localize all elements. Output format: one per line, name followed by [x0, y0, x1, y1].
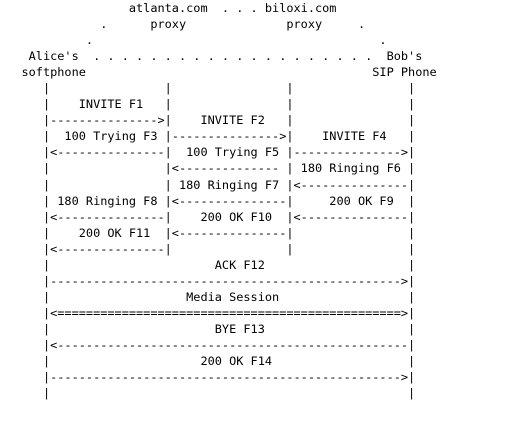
message-ok-f14-arrow: |---------------------------------------… [0, 370, 416, 385]
sip-call-flow-diagram: atlanta.com . . . biloxi.com . proxy pro… [0, 1, 437, 401]
message-trying-f5-arrow: | |<-------------- | 180 Ringing F6 | [0, 161, 416, 176]
message-ringing-f8-arrow: |<---------------| 200 OK F10 |<--------… [0, 209, 416, 224]
message-bye-f13-arrow: |<--------------------------------------… [0, 337, 416, 352]
message-ringing-f7-label: | | 180 Ringing F7 |<---------------| [0, 177, 416, 192]
message-ack-f12-arrow: |---------------------------------------… [0, 273, 416, 288]
media-session-label: | Media Session | [0, 289, 416, 304]
header-endpoints-line: Alice's . . . . . . . . . . . . . . . . … [0, 49, 423, 64]
message-trying-f3-arrow: |<---------------| 100 Trying F5 |------… [0, 145, 416, 160]
message-ok-f11-arrow: |<---------------| | | [0, 241, 416, 256]
message-invite-f1-arrow: |--------------->| INVITE F2 | | [0, 113, 416, 128]
message-ok-f11-label: | 200 OK F11 |<---------------| | [0, 225, 416, 240]
message-trying-f3-label: | 100 Trying F3 |--------------->| INVIT… [0, 129, 416, 144]
header-domains-line: atlanta.com . . . biloxi.com [0, 1, 337, 15]
message-ok-f14-label: | 200 OK F14 | [0, 354, 416, 369]
message-ack-f12-label: | ACK F12 | [0, 257, 416, 272]
message-bye-f13-label: | BYE F13 | [0, 321, 416, 336]
lifeline-end-row: | | [0, 386, 416, 401]
header-proxies-line: . proxy proxy . [0, 17, 366, 32]
header-endpoints-sub-line: softphone SIP Phone [0, 65, 437, 80]
lifeline-row: | | | | [0, 81, 416, 96]
header-trapezoid-line: . . [0, 33, 387, 48]
message-invite-f1-label: | INVITE F1 | | | [0, 97, 416, 112]
media-session-arrow: |<======================================… [0, 305, 416, 320]
message-ringing-f8-label: | 180 Ringing F8 |<---------------| 200 … [0, 193, 416, 208]
